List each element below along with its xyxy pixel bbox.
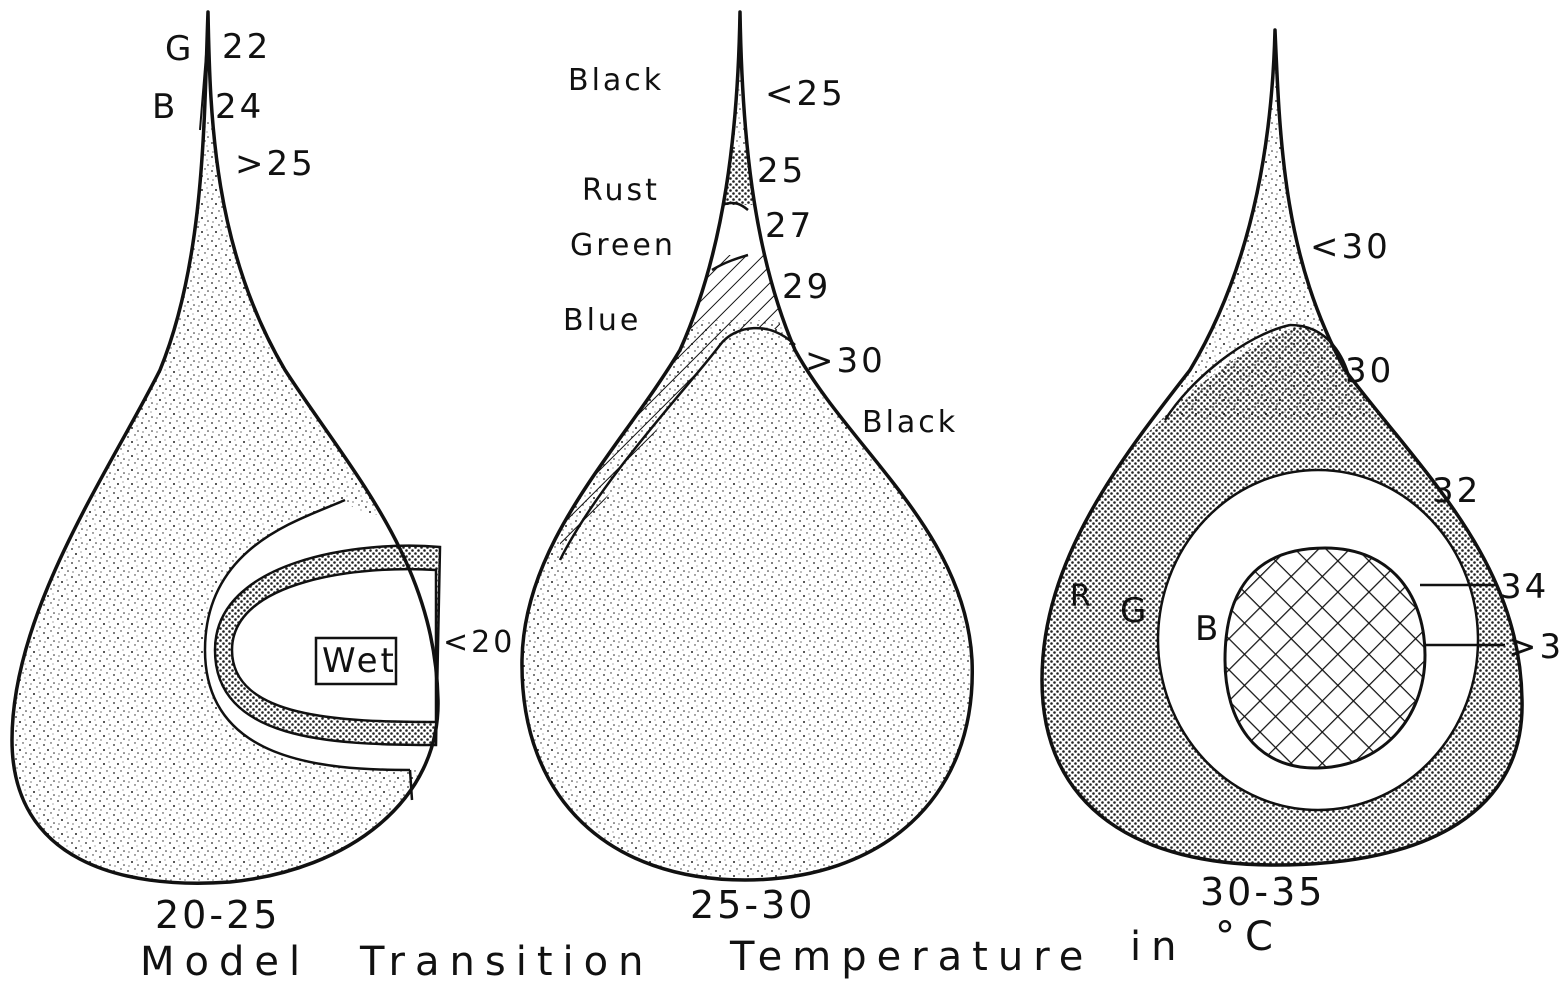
caption-word-temperature: Temperature <box>729 934 1093 980</box>
value-30: 30 <box>1345 351 1394 391</box>
caption-word-transition: Transition <box>359 939 653 985</box>
label-b: B <box>152 87 178 127</box>
label-black-top: Black <box>568 63 664 98</box>
value-lt-25: <25 <box>765 74 846 114</box>
value-29: 29 <box>782 267 831 307</box>
value-lt-30: <30 <box>1310 227 1391 267</box>
label-black-bottom: Black <box>862 405 958 440</box>
range-30-35: 30-35 <box>1200 870 1325 914</box>
range-20-25: 20-25 <box>155 893 280 937</box>
panel-30-35: <30 30 32 34 >36 R G B 30-35 <box>1000 0 1565 914</box>
label-g-inner: G <box>1120 591 1149 631</box>
label-green: Green <box>570 228 676 263</box>
range-25-30: 25-30 <box>690 883 815 927</box>
value-32: 32 <box>1432 471 1481 511</box>
label-b-inner: B <box>1195 609 1221 649</box>
label-blue: Blue <box>563 303 641 338</box>
value-lt-20: <20 <box>443 625 515 660</box>
value-25: 25 <box>757 151 806 191</box>
value-24: 24 <box>215 87 264 127</box>
label-rust: Rust <box>582 173 660 208</box>
label-g: G <box>165 29 194 69</box>
panel-25-30: Black Rust Green Blue Black <25 25 27 29… <box>500 0 1000 927</box>
value-34: 34 <box>1500 567 1549 607</box>
panel-20-25: G B 22 24 >25 Wet <20 20-25 <box>0 0 515 937</box>
value-gt-25: >25 <box>235 144 316 184</box>
value-22: 22 <box>222 27 271 67</box>
caption-word-in: in <box>1130 924 1186 970</box>
wet-label: Wet <box>322 641 397 681</box>
label-r: R <box>1070 579 1094 614</box>
caption-word-degc: °C <box>1215 914 1283 960</box>
value-27: 27 <box>765 206 814 246</box>
value-gt-30: >30 <box>805 341 886 381</box>
zone-gt-36 <box>1225 548 1425 768</box>
value-gt-36: >36 <box>1508 627 1565 667</box>
caption-word-model: Model <box>140 939 310 985</box>
